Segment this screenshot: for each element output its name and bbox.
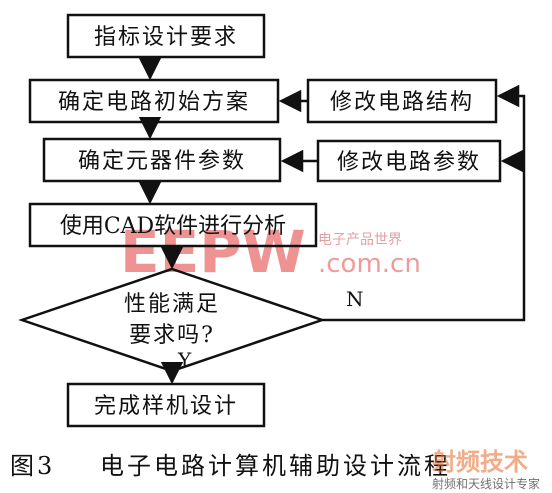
corner-watermark: 射频技术 射频和天线设计专家 xyxy=(431,448,540,491)
node-component-params-label: 确定元器件参数 xyxy=(78,149,246,174)
node-decision-line2: 要求吗? xyxy=(129,323,215,348)
node-spec: 指标设计要求 xyxy=(66,13,266,59)
arrow-no-to-structure xyxy=(322,84,526,322)
caption-title: 电子电路计算机辅助设计流程 xyxy=(100,452,451,480)
node-spec-box xyxy=(66,13,266,59)
node-initial-plan: 确定电路初始方案 xyxy=(28,78,280,124)
node-modify-structure: 修改电路结构 xyxy=(306,78,498,124)
watermark-logo: EEPW xyxy=(120,218,306,286)
caption-figure-number: 图3 xyxy=(10,452,55,480)
figure-caption: 图3 电子电路计算机辅助设计流程 xyxy=(10,452,451,480)
watermark-tagline: 电子产品世界 xyxy=(318,232,402,248)
node-decision-line1: 性能满足 xyxy=(124,292,220,317)
edge-label-no: N xyxy=(346,287,364,311)
node-component-params-box xyxy=(42,137,282,183)
node-component-params: 确定元器件参数 xyxy=(42,137,282,183)
node-initial-plan-label: 确定电路初始方案 xyxy=(58,90,250,115)
corner-watermark-logo: 射频技术 xyxy=(431,448,528,476)
node-finish: 完成样机设计 xyxy=(66,382,266,428)
node-finish-label: 完成样机设计 xyxy=(94,394,238,419)
node-modify-params: 修改电路参数 xyxy=(316,139,502,183)
edge-label-yes: Y xyxy=(177,348,192,372)
connectors xyxy=(138,57,526,385)
watermark-domain: .com.cn xyxy=(318,249,421,279)
node-decision: 性能满足 要求吗? xyxy=(18,267,326,373)
node-modify-params-label: 修改电路参数 xyxy=(337,150,481,175)
node-cad-analysis-label: 使用CAD软件进行分析 xyxy=(60,214,286,239)
node-spec-label: 指标设计要求 xyxy=(94,25,238,50)
node-modify-structure-label: 修改电路结构 xyxy=(330,90,474,115)
eepw-watermark: EEPW .com.cn 电子产品世界 xyxy=(120,218,421,286)
corner-watermark-tagline: 射频和天线设计专家 xyxy=(432,476,540,491)
